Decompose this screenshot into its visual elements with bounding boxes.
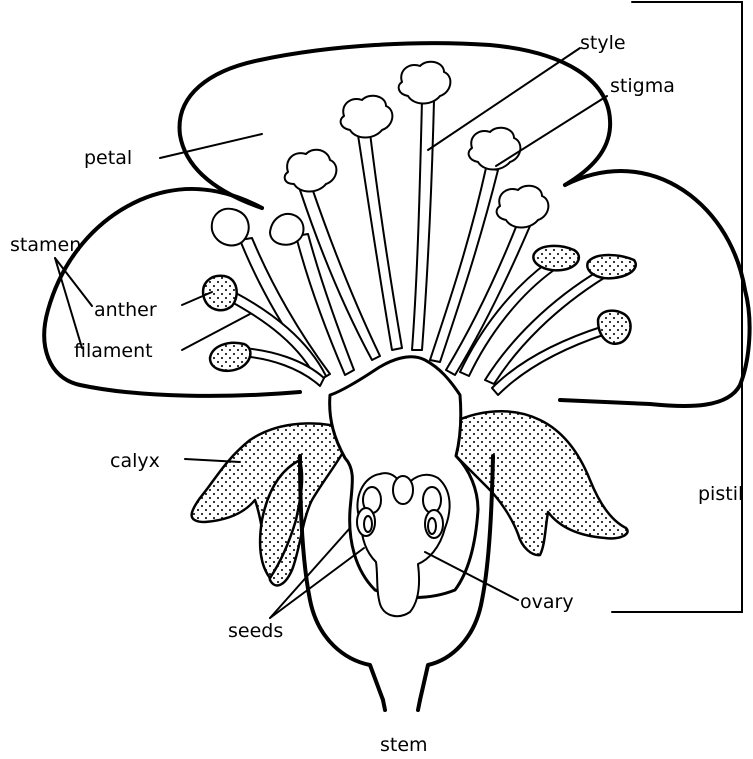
- seed-7: [428, 518, 436, 534]
- label-stigma: stigma: [610, 75, 675, 97]
- stigma-3: [399, 62, 451, 104]
- anther-2: [270, 214, 304, 245]
- label-ovary: ovary: [520, 591, 574, 613]
- label-anther: anther: [94, 299, 157, 321]
- label-filament: filament: [74, 340, 153, 362]
- stigma-1: [285, 150, 337, 192]
- label-seeds: seeds: [228, 620, 283, 642]
- label-stamen: stamen: [10, 234, 81, 256]
- anther-1: [212, 209, 249, 246]
- stamen-leader-1: [55, 258, 92, 306]
- anther-7: [598, 311, 631, 344]
- anther-6: [587, 255, 635, 278]
- stigma-4: [469, 128, 521, 170]
- anther-5: [533, 246, 579, 270]
- stem: [383, 700, 420, 710]
- stigma-2: [341, 96, 393, 138]
- stigma-5: [497, 186, 549, 228]
- label-style: style: [580, 32, 626, 54]
- style-2: [358, 133, 402, 350]
- anther-4: [210, 343, 250, 371]
- seed-5: [364, 516, 372, 532]
- label-stem: stem: [380, 734, 428, 756]
- pistil-styles: [285, 62, 549, 375]
- style-3: [412, 100, 434, 350]
- seed-2: [393, 476, 413, 504]
- petal-leader: [160, 134, 262, 158]
- seed-3: [423, 487, 441, 513]
- label-pistil: pistil: [698, 483, 743, 505]
- stigma-leader: [496, 96, 607, 166]
- back-petal: [180, 43, 611, 208]
- label-calyx: calyx: [110, 450, 160, 472]
- label-petal: petal: [84, 147, 132, 169]
- stamen-leader-2: [55, 258, 82, 348]
